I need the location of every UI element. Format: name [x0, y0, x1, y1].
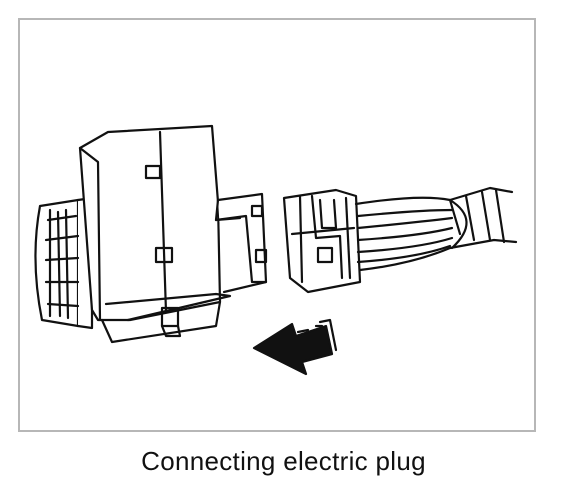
- wire-harness: [354, 186, 518, 272]
- arrow-left-icon: [252, 318, 338, 376]
- switch-knob: [34, 196, 94, 330]
- electric-plug: [282, 188, 362, 294]
- switch-receptacle: [214, 192, 268, 294]
- switch-body: [78, 124, 232, 344]
- illustration-frame: [18, 18, 536, 432]
- figure-caption: Connecting electric plug: [141, 446, 426, 476]
- connector-illustration: [34, 124, 518, 376]
